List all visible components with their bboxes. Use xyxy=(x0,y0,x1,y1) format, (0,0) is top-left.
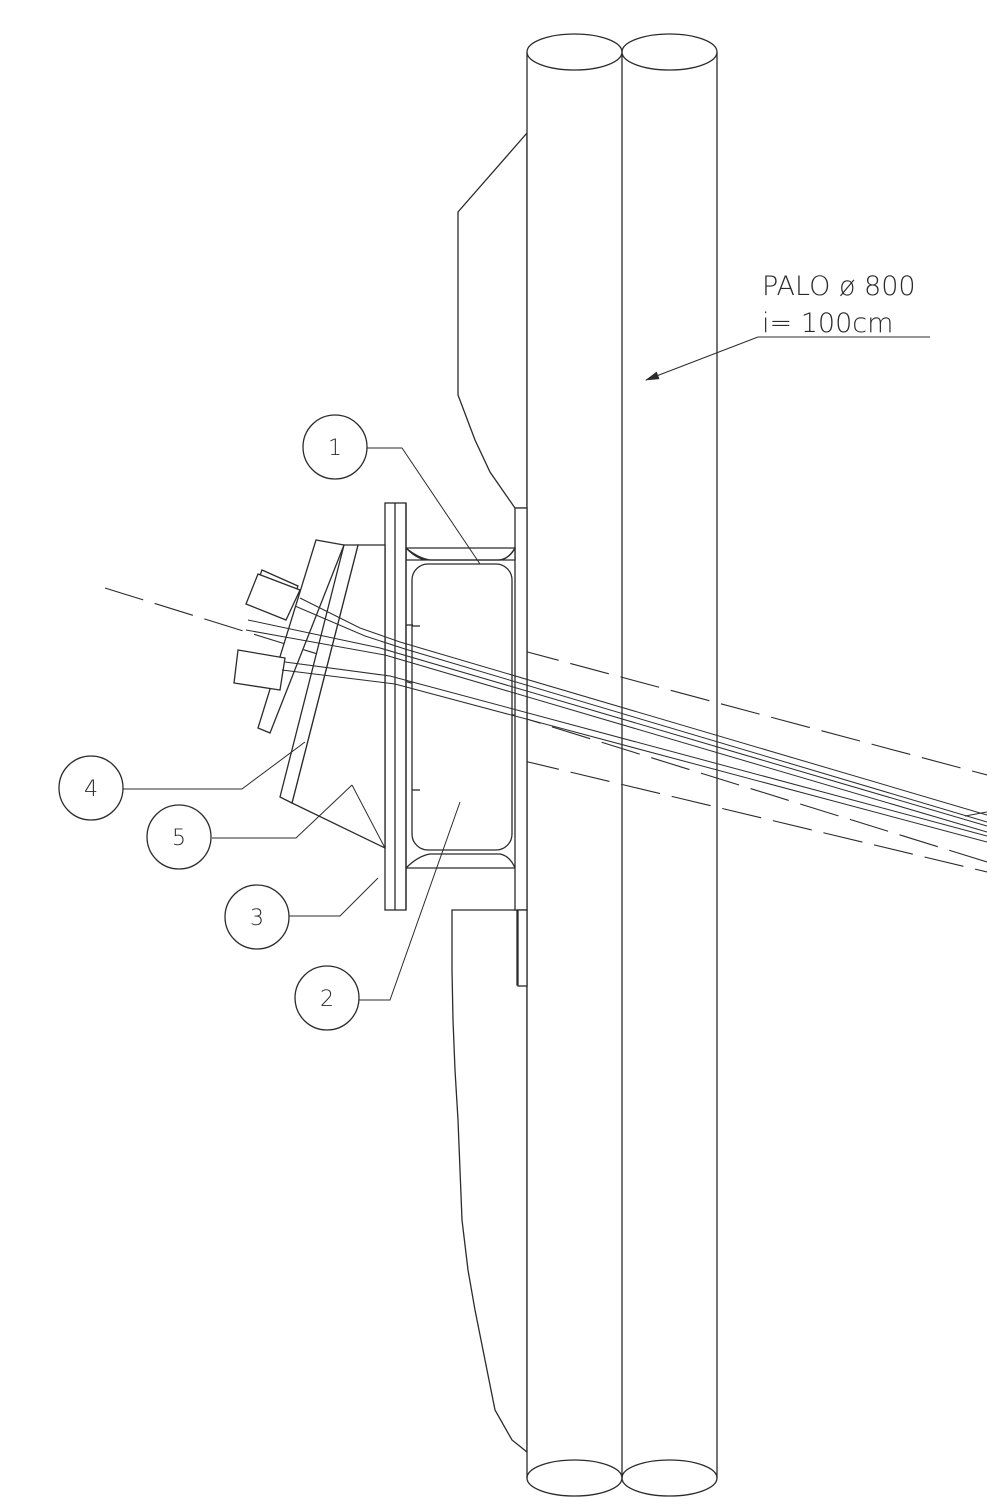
waler-beam xyxy=(405,507,528,987)
pile-label-line2: i= 100cm xyxy=(762,308,893,339)
pile-label-line1: PALO ø 800 xyxy=(762,271,916,302)
leader-lines xyxy=(123,447,481,1001)
anchor-plate xyxy=(384,502,413,911)
pile-left-top-ellipse xyxy=(526,33,623,71)
callout-1-label: 1 xyxy=(328,436,342,461)
callout-4-label: 4 xyxy=(84,777,98,802)
callout-1: 1 xyxy=(302,414,368,480)
anchor-axis-lines xyxy=(104,587,987,873)
callout-5: 5 xyxy=(146,804,212,870)
callout-3: 3 xyxy=(224,884,290,950)
callout-5-label: 5 xyxy=(172,826,186,851)
tendon-head-plate xyxy=(279,544,359,804)
pile-group xyxy=(526,33,718,1497)
callout-2: 2 xyxy=(294,965,360,1031)
bearing-block xyxy=(411,563,513,851)
pile-right-top-ellipse xyxy=(621,33,718,71)
callout-2-label: 2 xyxy=(320,987,334,1012)
soil-zone-upper xyxy=(457,131,528,509)
soil-zone-lower xyxy=(451,909,528,1454)
strand-anchor-blocks xyxy=(233,569,301,691)
pile-label: PALO ø 800 i= 100cm xyxy=(645,271,930,381)
tendon-strands xyxy=(245,597,987,843)
callout-3-label: 3 xyxy=(250,906,264,931)
callout-4: 4 xyxy=(58,755,124,821)
pile-right-body xyxy=(622,52,717,1478)
